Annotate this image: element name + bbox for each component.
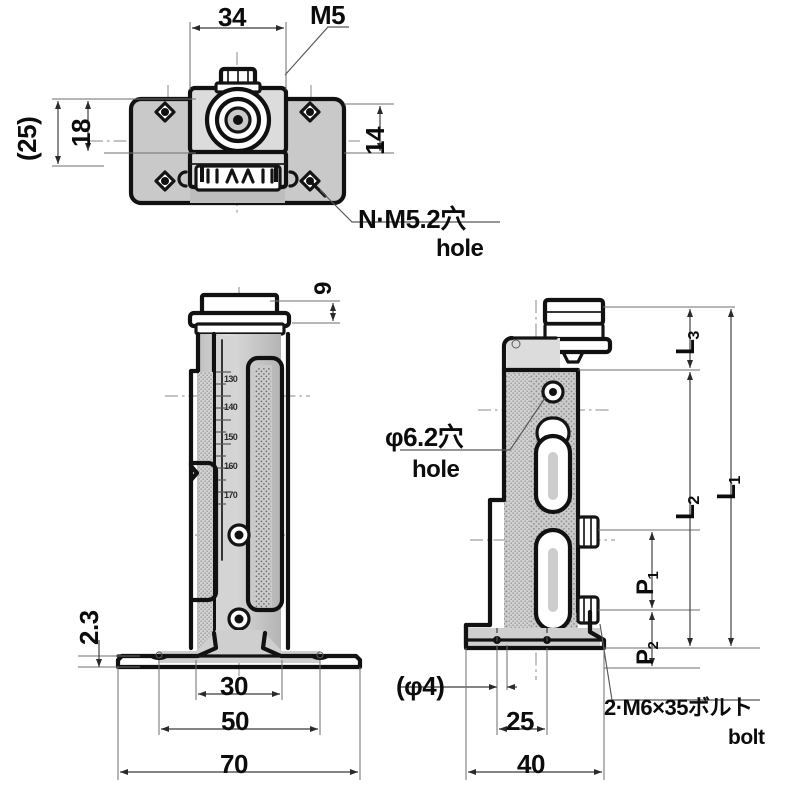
dim-label-34: 34 — [218, 2, 246, 32]
scale-mark-160: 160 — [224, 461, 238, 471]
callout-bolt: 2·M6×35ボルト — [604, 695, 753, 720]
callout-n-m52-hole: N·M5.2穴 — [358, 204, 466, 234]
dim-label-25: (25) — [12, 116, 42, 161]
callout-phi62-hole: φ6.2穴 — [385, 422, 464, 452]
dim-label-25: 25 — [506, 706, 534, 736]
top-view-geometry — [90, 52, 360, 215]
dim-label-L3-sub: 3 — [685, 331, 704, 340]
dim-label-40: 40 — [517, 749, 545, 779]
dim-label-L1: L1 — [711, 476, 744, 500]
dim-label-L1-sub: 1 — [726, 476, 745, 485]
dim-label-9: 9 — [310, 282, 337, 295]
dim-label-phi4: (φ4) — [396, 671, 445, 701]
scale-mark-140: 140 — [224, 402, 238, 412]
dim-label-18: 18 — [66, 119, 96, 147]
scale-mark-130: 130 — [224, 374, 238, 384]
dim-label-P2-sub: 2 — [645, 641, 662, 650]
dim-label-50: 50 — [221, 706, 249, 736]
dim-label-30: 30 — [220, 671, 248, 701]
scale-mark-150: 150 — [224, 432, 238, 442]
dim-label-L1-text: L — [711, 484, 741, 500]
top-view-dimensions — [52, 22, 500, 223]
dim-label-L3: L3 — [670, 331, 703, 355]
dim-label-P1-sub: 1 — [645, 571, 662, 580]
dim-label-L3-text: L — [670, 339, 700, 355]
side-view-geometry — [463, 297, 615, 680]
callout-phi62-hole-sub: hole — [412, 456, 460, 483]
front-view-dimensions — [78, 300, 361, 780]
callout-n-m52-hole-sub: hole — [436, 235, 484, 262]
dim-label-P2: P2 — [632, 642, 662, 665]
dim-label-L2-sub: 2 — [685, 496, 704, 505]
scale-mark-170: 170 — [224, 490, 238, 500]
front-view-geometry — [115, 287, 363, 680]
side-view-dimensions — [400, 306, 760, 780]
dim-label-70: 70 — [220, 749, 248, 779]
dim-label-14: 14 — [360, 127, 390, 155]
dim-label-P1: P1 — [632, 572, 662, 595]
dim-label-2-3: 2.3 — [74, 610, 104, 645]
callout-m5: M5 — [310, 0, 346, 30]
dim-label-L2-text: L — [670, 504, 700, 520]
callout-bolt-sub: bolt — [728, 726, 765, 749]
dim-label-P1-text: P — [632, 579, 659, 595]
dim-label-P2-text: P — [632, 649, 659, 665]
dim-label-L2: L2 — [670, 496, 703, 520]
